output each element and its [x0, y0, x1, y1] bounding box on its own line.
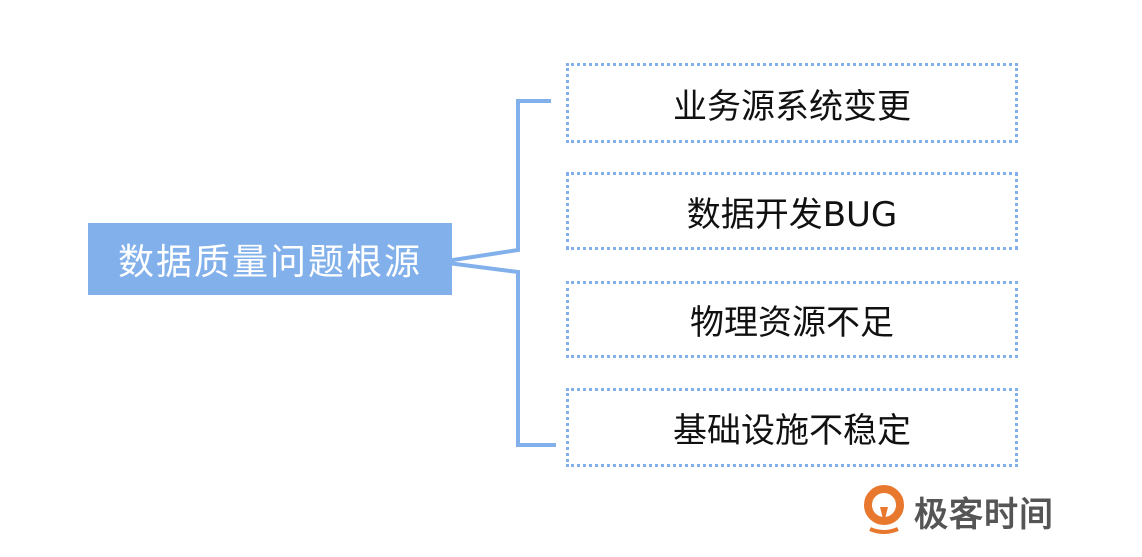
cause-box-1: 业务源系统变更 [566, 63, 1018, 143]
cause-label: 业务源系统变更 [673, 86, 911, 127]
cause-label: 物理资源不足 [690, 303, 894, 343]
geektime-logo: 极客时间 [862, 485, 1054, 537]
root-label: 数据质量问题根源 [117, 242, 422, 283]
logo-text: 极客时间 [914, 494, 1054, 535]
root-node: 数据质量问题根源 [88, 223, 452, 295]
cause-label: 数据开发BUG [686, 194, 898, 235]
cause-box-2: 数据开发BUG [566, 172, 1018, 250]
cause-label: 基础设施不稳定 [673, 411, 911, 451]
cause-box-3: 物理资源不足 [566, 281, 1018, 358]
cause-box-4: 基础设施不稳定 [566, 388, 1018, 467]
logo-icon [864, 485, 904, 534]
